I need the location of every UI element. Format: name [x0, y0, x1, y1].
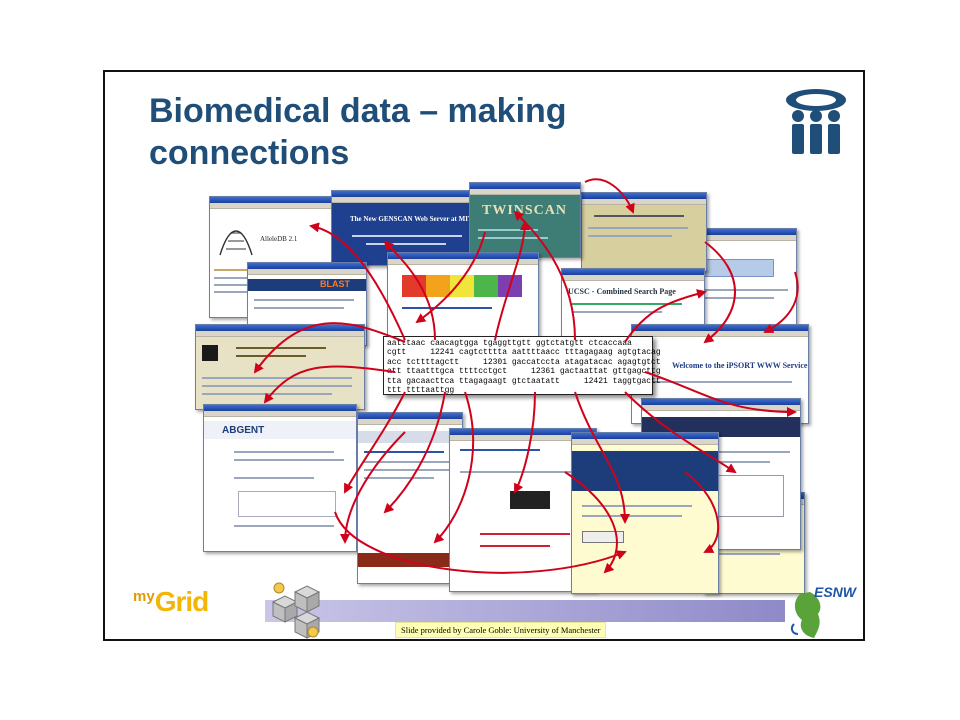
dna-sequence-box: aatttaac caacagtgga tgaggttgtt ggtctatgt… [383, 336, 661, 396]
genscan-title: The New GENSCAN Web Server at MIT [350, 215, 473, 223]
alleledb-label: AlleleDB 2.1 [260, 235, 298, 243]
screenshot-abgent: ABGENT [203, 404, 357, 552]
sequence-line: att ttaatttgca ttttcctgct 12361 gactaatt… [387, 367, 661, 377]
ipsort-welcome: Welcome to the iPSORT WWW Service [672, 361, 808, 370]
mygrid-logo-grid: Grid [154, 586, 210, 617]
slide-title: Biomedical data – making connections [149, 90, 669, 174]
screenshot-manchester-www [195, 324, 365, 410]
abgent-label: ABGENT [222, 425, 265, 436]
twinscan-banner: TWINSCAN [482, 203, 568, 218]
sequence-line: aatttaac caacagtgga tgaggttgtt ggtctatgt… [387, 339, 632, 348]
slide-credit: Slide provided by Carole Goble: Universi… [395, 622, 607, 638]
esnw-label: ESNW [814, 584, 856, 600]
screenshot-ncbi-top [581, 192, 707, 272]
slide-title-line1: Biomedical data – making [149, 92, 567, 130]
sequence-line: tta gacaacttca ttagagaagt gtctaatatt 124… [387, 376, 661, 386]
screenshot-search-form [571, 432, 719, 594]
esnw-map-icon [790, 592, 821, 638]
slide-frame: Biomedical data – making connections All… [103, 70, 865, 641]
screenshot-twinscan: TWINSCAN [469, 182, 581, 258]
sequence-line: ttt ttttaattgg [387, 386, 455, 396]
mii-logo-icon [786, 89, 846, 154]
combined-search-title: UCSC - Combined Search Page [568, 287, 676, 296]
sequence-line: acc tcttttagctt 12301 gaccatccta atagata… [387, 357, 661, 367]
blast-label: BLAST [320, 279, 350, 289]
cube-grid-icon [271, 582, 321, 639]
footer-band [265, 600, 785, 622]
mygrid-logo: myGrid [133, 586, 210, 618]
slide-title-line2: connections [149, 134, 350, 172]
screenshot-genecards [357, 412, 463, 584]
dna-sketch-icon [219, 230, 253, 256]
sequence-line: cgtt 12241 cagtctttta aattttaacc tttagag… [387, 348, 661, 358]
screenshot-ensembl [387, 252, 539, 344]
mygrid-logo-my: my [133, 588, 155, 605]
